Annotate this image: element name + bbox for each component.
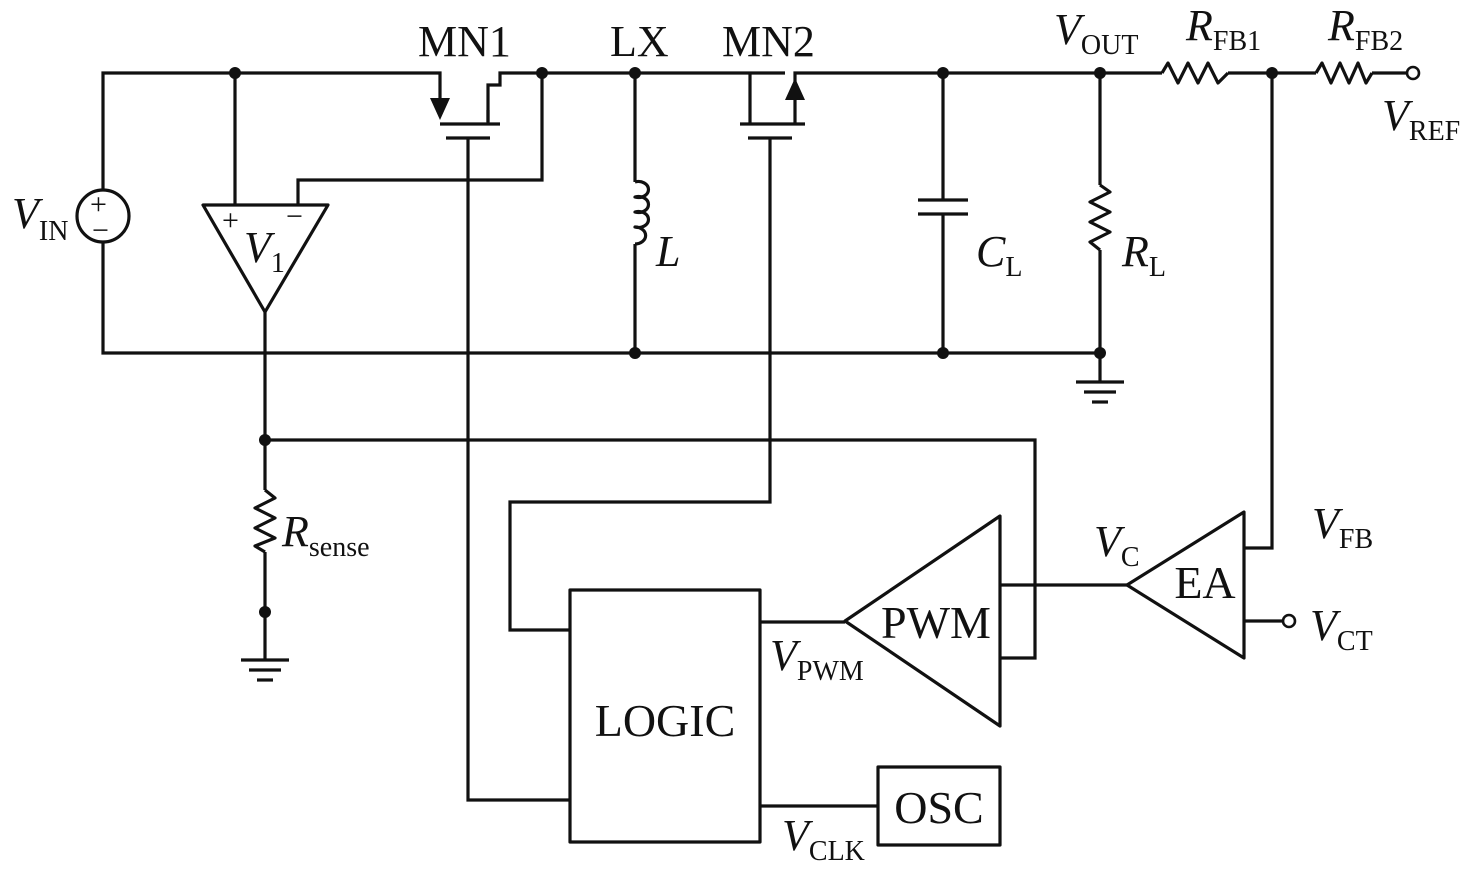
junction-dot — [229, 67, 241, 79]
cl-label: CL — [976, 227, 1022, 283]
comparator-v1: + − V1 — [201, 200, 330, 314]
ea-triangle — [1125, 510, 1246, 660]
wires — [101, 71, 1407, 808]
vct-label: VCT — [1310, 601, 1373, 657]
wire-bottom-rail — [101, 242, 1100, 355]
vin-label: VIN — [12, 189, 68, 247]
vref-terminal — [1405, 65, 1421, 81]
junction-dot — [629, 347, 641, 359]
mn2-arrow-icon — [785, 78, 805, 100]
pwm-comparator: PWM — [843, 514, 1002, 728]
ground-icon — [1076, 380, 1124, 404]
rsense-zigzag — [253, 488, 277, 554]
junction-dot — [536, 67, 548, 79]
mn1-transistor: MN1 — [418, 17, 511, 140]
capacitor-cl: CL — [918, 198, 1022, 283]
osc-block: OSC — [876, 765, 1002, 847]
pwm-label: PWM — [881, 597, 991, 648]
inductor: L — [633, 179, 680, 276]
inductor-coil — [633, 179, 650, 246]
vref-label: VREF — [1382, 91, 1460, 147]
junction-dot — [937, 67, 949, 79]
wire-v1-minus — [296, 73, 544, 205]
wire-mn2-vout — [793, 71, 1162, 98]
wire-mn1-lx — [486, 71, 785, 122]
rfb2-label: RFB2 — [1327, 1, 1403, 57]
comparator-triangle — [201, 203, 330, 314]
logic-label: LOGIC — [595, 695, 736, 746]
ground-icon — [241, 658, 289, 682]
error-amplifier: EA — [1125, 510, 1297, 660]
wire-vin-top — [101, 71, 442, 190]
vpwm-label: VPWM — [770, 631, 864, 687]
rsense-label: Rsense — [281, 507, 370, 563]
logic-block: LOGIC — [568, 588, 762, 844]
comparator-plus-sign: + — [222, 204, 239, 237]
junction-dot — [1094, 67, 1106, 79]
vct-terminal — [1281, 613, 1297, 629]
lx-label: LX — [610, 17, 669, 66]
comparator-minus-sign: − — [286, 200, 303, 233]
vin-source: + − VIN — [12, 188, 131, 247]
junction-dot — [1094, 347, 1106, 359]
rfb1-zigzag — [1160, 61, 1230, 85]
resistor-rfb2: RFB2 VREF — [1314, 1, 1460, 147]
rfb1-label: RFB1 — [1185, 1, 1261, 57]
junction-dot — [937, 347, 949, 359]
junction-dot — [629, 67, 641, 79]
inductor-label: L — [655, 227, 680, 276]
wire-sense-pwm — [265, 438, 1037, 660]
mn1-label: MN1 — [418, 17, 511, 66]
mn1-arrow-icon — [430, 98, 450, 120]
wire-mn2-gate — [508, 138, 772, 632]
osc-box — [876, 765, 1002, 847]
mn2-transistor: MN2 — [722, 17, 815, 140]
source-plus-sign: + — [90, 188, 107, 221]
rl-zigzag — [1088, 183, 1112, 252]
vfb-label: VFB — [1312, 499, 1373, 555]
source-minus-sign: − — [92, 214, 109, 247]
resistor-rsense: Rsense — [253, 488, 370, 563]
rl-label: RL — [1121, 227, 1166, 283]
vout-label: VOUT — [1054, 5, 1138, 61]
logic-box — [568, 588, 762, 844]
vclk-label: VCLK — [782, 811, 865, 867]
junctions — [229, 67, 1278, 618]
resistor-rl: RL — [1088, 183, 1166, 283]
source-circle — [75, 188, 131, 244]
pwm-triangle — [843, 514, 1002, 728]
resistor-rfb1: RFB1 — [1160, 1, 1261, 85]
v1-label: V1 — [244, 223, 285, 279]
junction-dot — [1266, 67, 1278, 79]
junction-dot — [259, 434, 271, 446]
ea-label: EA — [1174, 557, 1235, 608]
junction-dot — [259, 606, 271, 618]
rfb2-zigzag — [1314, 61, 1374, 85]
vc-label: VC — [1094, 517, 1140, 573]
osc-label: OSC — [894, 782, 983, 833]
mn2-label: MN2 — [722, 17, 815, 66]
wire-vfb — [1244, 73, 1274, 550]
wire-mn1-gate — [466, 138, 570, 802]
